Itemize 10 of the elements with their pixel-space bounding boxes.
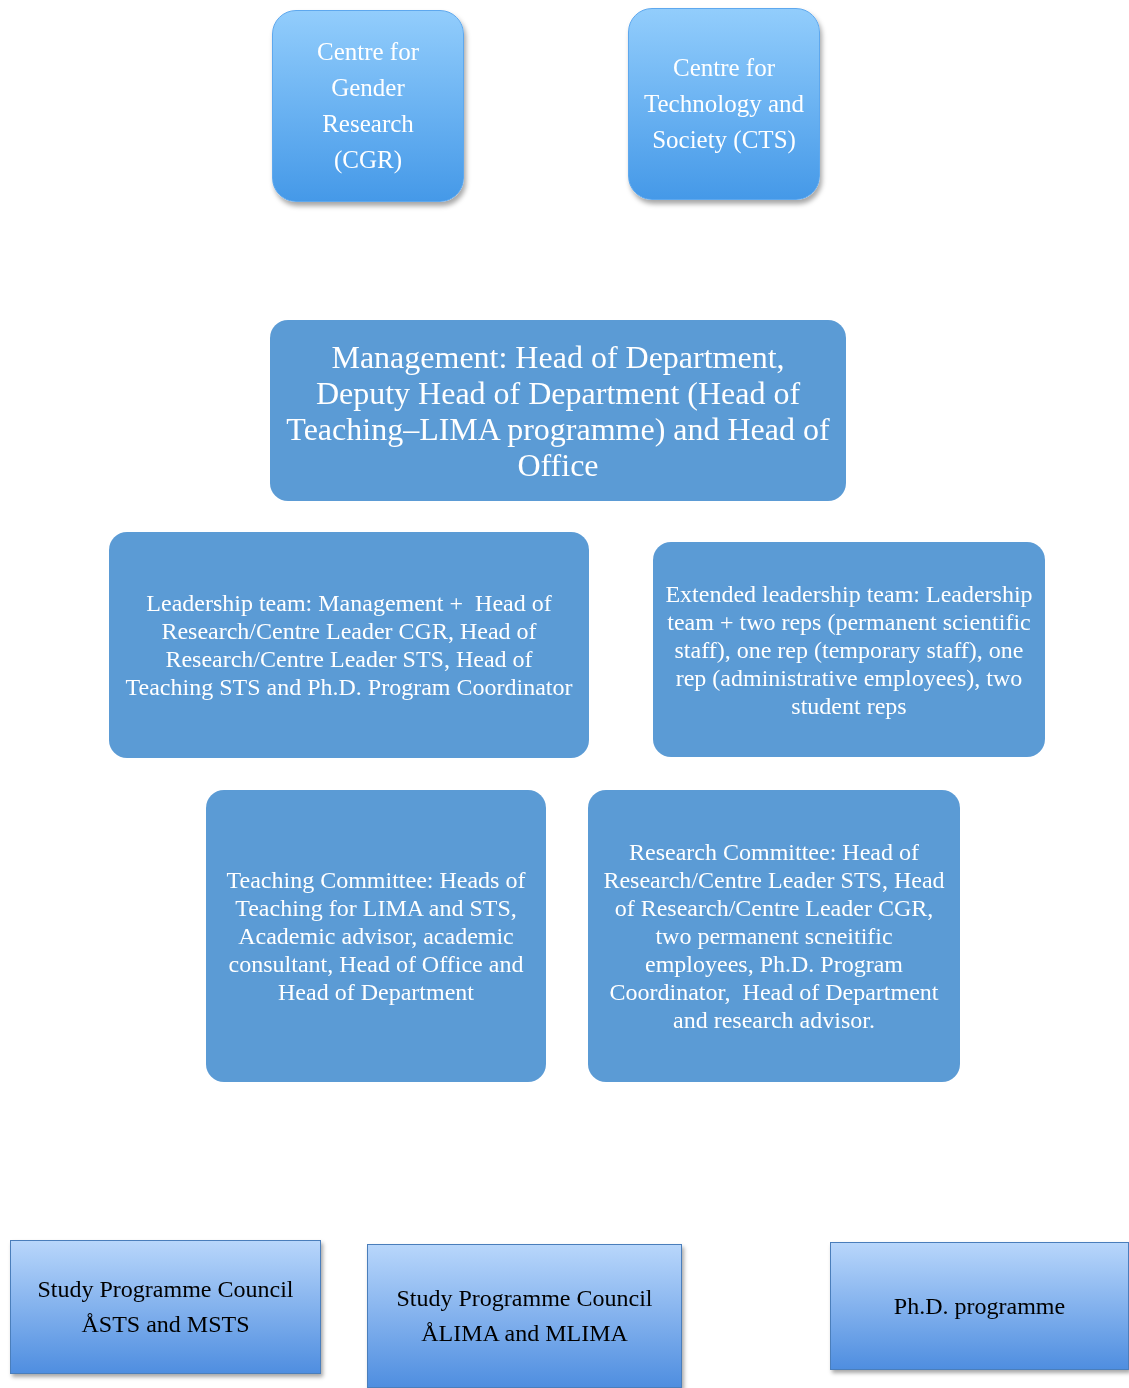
committee-box: Management: Head of Department, Deputy Head of Department (Head of Teaching–LIMA programme) and Head of Office <box>270 320 846 501</box>
committee-box: Research Committee: Head of Research/Centre Leader STS, Head of Research/Centre Leader CGR, two permanent scneitific employees, Ph.D. Program Coordinator, Head of Department and research advisor. <box>588 790 960 1082</box>
programme-box: Ph.D. programme <box>830 1242 1129 1370</box>
centre-box: Centre for Gender Research (CGR) <box>272 10 464 202</box>
programme-box: Study Programme Council ÅSTS and MSTS <box>10 1240 321 1374</box>
committee-box: Extended leadership team: Leadership team + two reps (permanent scientific staff), one rep (temporary staff), one rep (administrative employees), two student reps <box>653 542 1045 757</box>
programme-box: Study Programme Council ÅLIMA and MLIMA <box>367 1244 682 1388</box>
committee-box: Teaching Committee: Heads of Teaching for LIMA and STS, Academic advisor, academic consultant, Head of Office and Head of Department <box>206 790 546 1082</box>
committee-box: Leadership team: Management + Head of Research/Centre Leader CGR, Head of Research/Centre Leader STS, Head of Teaching STS and Ph.D. Program Coordinator <box>109 532 589 758</box>
centre-box: Centre for Technology and Society (CTS) <box>628 8 820 200</box>
